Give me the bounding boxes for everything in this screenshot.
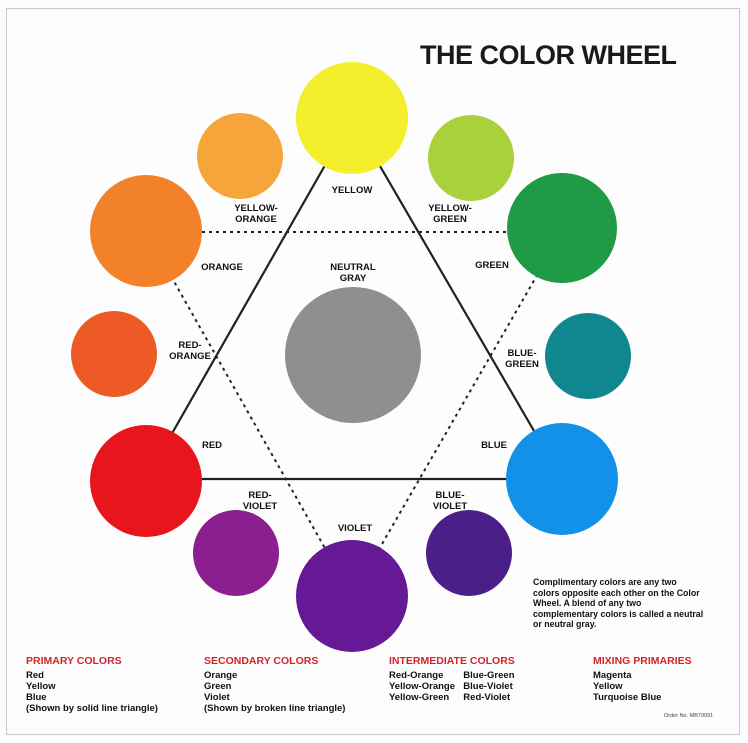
color-circle-red-violet <box>193 510 279 596</box>
label-red-violet: RED- VIOLET <box>242 490 278 512</box>
legend-secondary: SECONDARY COLORS Orange Green Violet (Sh… <box>204 655 345 714</box>
legend-item: Blue-Violet <box>463 681 513 692</box>
legend-item: Turquoise Blue <box>593 692 662 703</box>
color-circle-blue-violet <box>426 510 512 596</box>
color-circle-red-orange <box>71 311 157 397</box>
label-violet: VIOLET <box>337 523 373 534</box>
legend-item: Red-Orange <box>389 670 444 681</box>
color-circle-green <box>507 173 617 283</box>
legend-item: Magenta <box>593 670 632 681</box>
label-yellow-orange: YELLOW- ORANGE <box>234 203 278 225</box>
legend-mixing: MIXING PRIMARIES Magenta Yellow Turquois… <box>593 655 692 703</box>
label-orange: ORANGE <box>201 262 243 273</box>
legend-item: Yellow-Green <box>389 692 450 703</box>
legend-item: Green <box>204 681 232 692</box>
legend-item: (Shown by broken line triangle) <box>204 703 346 714</box>
neutral-gray-circle <box>285 287 421 423</box>
legend-item: Red <box>26 670 44 681</box>
complementary-note: Complimentary colors are any two colors … <box>533 577 704 629</box>
secondary-triangle-edge <box>351 231 563 597</box>
primary-triangle-edge <box>351 117 563 480</box>
label-red: RED <box>201 440 223 451</box>
color-circle-blue-green <box>545 313 631 399</box>
legend-item: Blue <box>26 692 47 703</box>
label-neutral-gray: NEUTRAL GRAY <box>330 262 376 284</box>
poster-border <box>6 8 740 735</box>
color-circle-violet <box>296 540 408 652</box>
color-circle-yellow-orange <box>197 113 283 199</box>
legend-item: Yellow <box>26 681 56 692</box>
legend-item: Yellow-Orange <box>389 681 455 692</box>
label-yellow-green: YELLOW- GREEN <box>428 203 472 225</box>
page-title: THE COLOR WHEEL <box>420 40 677 70</box>
legend-item: Red-Violet <box>463 692 511 703</box>
color-circle-red <box>90 425 202 537</box>
legend-intermediate-heading: INTERMEDIATE COLORS <box>389 655 515 667</box>
legend-primary: PRIMARY COLORS Red Yellow Blue (Shown by… <box>26 655 158 714</box>
legend-item: Blue-Green <box>463 670 515 681</box>
color-circle-blue <box>506 423 618 535</box>
legend-primary-heading: PRIMARY COLORS <box>26 655 122 667</box>
legend-intermediate: INTERMEDIATE COLORS Red-Orange Blue-Gree… <box>389 655 515 703</box>
legend-item: Yellow <box>593 681 623 692</box>
legend-intermediate-grid: Red-Orange Blue-Green Yellow-Orange Blue… <box>389 670 515 703</box>
color-circle-yellow-green <box>428 115 514 201</box>
legend-item: Orange <box>204 670 238 681</box>
color-circle-yellow <box>296 62 408 174</box>
label-blue-green: BLUE- GREEN <box>505 348 539 370</box>
legend-item: Violet <box>204 692 230 703</box>
label-yellow: YELLOW <box>331 185 373 196</box>
legend-item: (Shown by solid line triangle) <box>26 703 158 714</box>
primary-triangle-edge <box>145 117 353 480</box>
order-number: Order No. MB79091 <box>664 713 714 719</box>
label-blue: BLUE <box>481 440 507 451</box>
label-blue-violet: BLUE- VIOLET <box>432 490 468 512</box>
label-red-orange: RED- ORANGE <box>169 340 211 362</box>
color-circle-orange <box>90 175 202 287</box>
legend-secondary-heading: SECONDARY COLORS <box>204 655 319 667</box>
label-green: GREEN <box>475 260 509 271</box>
legend-mixing-heading: MIXING PRIMARIES <box>593 655 692 667</box>
